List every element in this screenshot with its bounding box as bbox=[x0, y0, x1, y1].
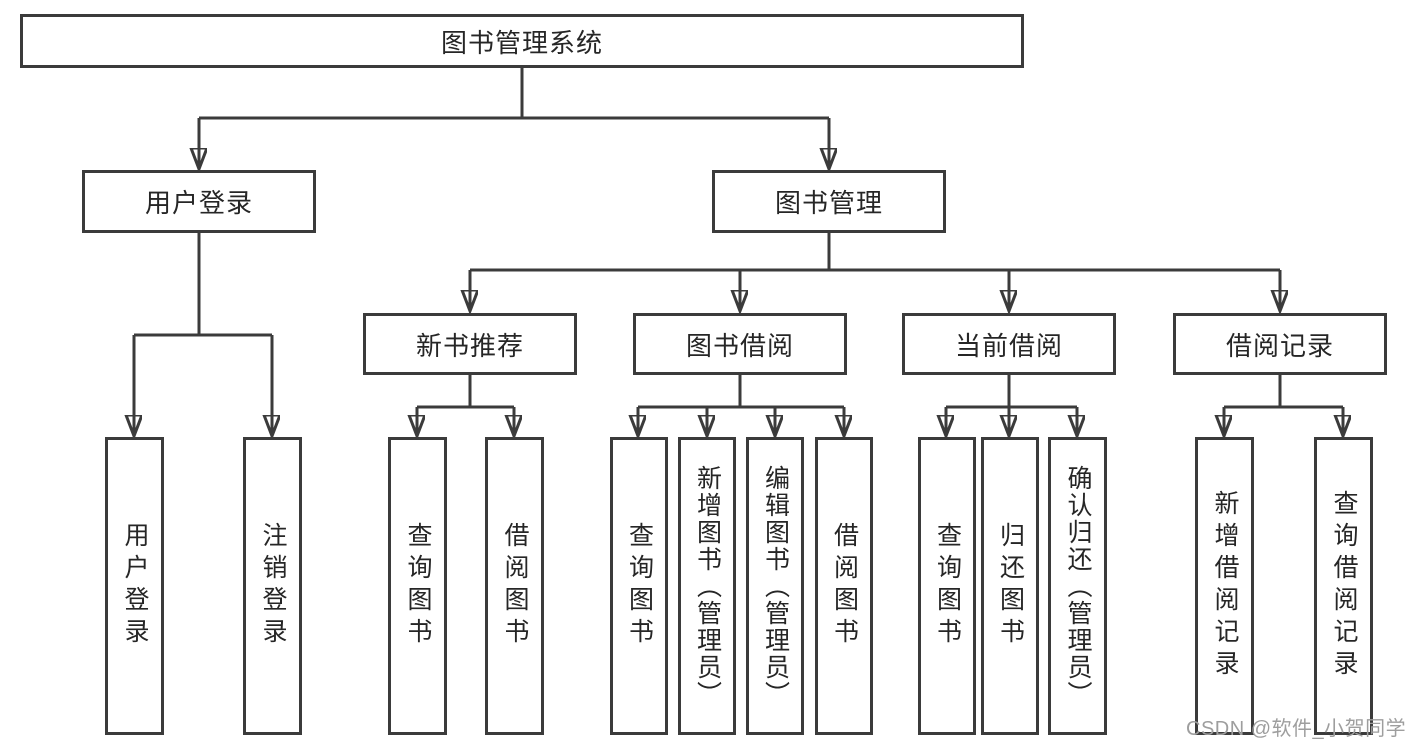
node-label: 归还图书 bbox=[996, 522, 1025, 650]
node-label: 查询图书 bbox=[625, 522, 654, 650]
connector-current-borrowing-children bbox=[946, 375, 1077, 436]
node-library-management-system: 图书管理系统 bbox=[20, 14, 1024, 68]
node-label: 借阅图书 bbox=[501, 522, 529, 650]
leaf-borrow-books-recommend: 借阅图书 bbox=[485, 437, 544, 735]
leaf-edit-books-admin: 编辑图书（管理员） bbox=[746, 437, 804, 735]
node-label: 用户登录 bbox=[121, 522, 149, 650]
leaf-query-borrow-record: 查询借阅记录 bbox=[1314, 437, 1373, 735]
leaf-borrow-books: 借阅图书 bbox=[815, 437, 873, 735]
node-book-management: 图书管理 bbox=[712, 170, 946, 233]
node-new-book-recommendation: 新书推荐 bbox=[363, 313, 577, 375]
connector-root-to-level2 bbox=[199, 68, 829, 169]
connector-book-management-children bbox=[470, 233, 1280, 311]
leaf-query-books-recommend: 查询图书 bbox=[388, 437, 447, 735]
leaf-user-login: 用户登录 bbox=[105, 437, 164, 735]
leaf-logout: 注销登录 bbox=[243, 437, 302, 735]
node-label: 确认归还（管理员） bbox=[1064, 464, 1092, 708]
leaf-confirm-return-admin: 确认归还（管理员） bbox=[1048, 437, 1107, 735]
node-label: 编辑图书（管理员） bbox=[761, 464, 790, 708]
node-user-login: 用户登录 bbox=[82, 170, 316, 233]
connector-book-borrowing-children bbox=[638, 375, 844, 436]
node-label: 借阅图书 bbox=[830, 522, 859, 650]
node-label: 新增借阅记录 bbox=[1211, 490, 1239, 682]
connector-user-login-children bbox=[134, 233, 272, 436]
node-label: 图书管理系统 bbox=[440, 27, 603, 58]
leaf-query-books-borrow: 查询图书 bbox=[610, 437, 668, 735]
node-label: 查询图书 bbox=[404, 522, 432, 650]
node-label: 查询图书 bbox=[933, 522, 962, 650]
leaf-return-books: 归还图书 bbox=[981, 437, 1039, 735]
csdn-watermark: CSDN @软件_小贺同学 bbox=[1186, 718, 1405, 740]
node-label: 新书推荐 bbox=[415, 330, 524, 361]
leaf-query-books-current: 查询图书 bbox=[918, 437, 976, 735]
connector-new-book-recommendation-children bbox=[417, 375, 514, 436]
node-book-borrowing: 图书借阅 bbox=[633, 313, 847, 375]
node-label: 用户登录 bbox=[144, 188, 253, 218]
node-label: 查询借阅记录 bbox=[1330, 490, 1358, 682]
node-borrow-records: 借阅记录 bbox=[1173, 313, 1387, 375]
node-label: 注销登录 bbox=[259, 522, 287, 650]
node-current-borrowing: 当前借阅 bbox=[902, 313, 1116, 375]
node-label: 当前借阅 bbox=[954, 330, 1063, 361]
connector-borrow-records-children bbox=[1224, 375, 1343, 436]
node-label: 图书管理 bbox=[774, 188, 883, 218]
leaf-add-books-admin: 新增图书（管理员） bbox=[678, 437, 736, 735]
node-label: 借阅记录 bbox=[1225, 330, 1334, 361]
leaf-add-borrow-record: 新增借阅记录 bbox=[1195, 437, 1254, 735]
node-label: 新增图书（管理员） bbox=[693, 464, 722, 708]
node-label: 图书借阅 bbox=[685, 330, 794, 361]
